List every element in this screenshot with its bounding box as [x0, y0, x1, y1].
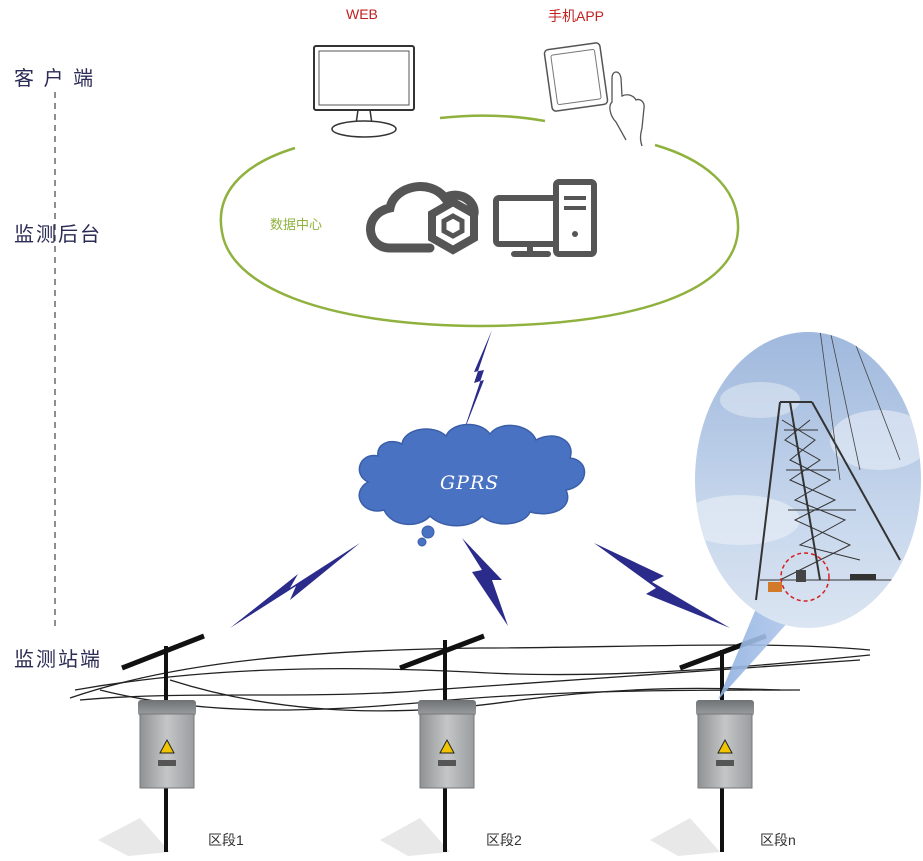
lightning-bolts [230, 330, 730, 628]
section-label-2: 区段2 [486, 832, 522, 848]
monitor-station-1 [98, 633, 205, 856]
link-arc-top [439, 114, 546, 123]
zoom-beam [718, 594, 790, 700]
tower-photo [695, 332, 921, 628]
lightning-bolt-left [230, 543, 360, 628]
lightning-bolt-top [462, 330, 492, 436]
gprs-cloud [358, 423, 586, 547]
lightning-bolt-right [594, 543, 730, 628]
section-label-1: 区段1 [208, 832, 244, 848]
cloud-server-icon [366, 182, 479, 255]
lightning-bolt-middle [462, 538, 508, 626]
data-center-ring [219, 143, 740, 328]
monitor-icon [313, 45, 415, 138]
tier-label-station: 监测站端 [14, 649, 102, 671]
monitor-station-2 [380, 633, 485, 856]
tier-label-client: 客 户 端 [14, 68, 96, 90]
tier-label-backend: 监测后台 [14, 224, 102, 246]
data-center-label: 数据中心 [270, 217, 323, 232]
gprs-label: GPRS [440, 472, 500, 494]
tablet-hand-icon [543, 42, 645, 147]
monitor-station-n [650, 633, 767, 856]
desktop-computer-icon [493, 179, 597, 257]
section-label-n: 区段n [760, 832, 796, 848]
web-label: WEB [346, 6, 378, 22]
app-label: 手机APP [548, 8, 605, 24]
